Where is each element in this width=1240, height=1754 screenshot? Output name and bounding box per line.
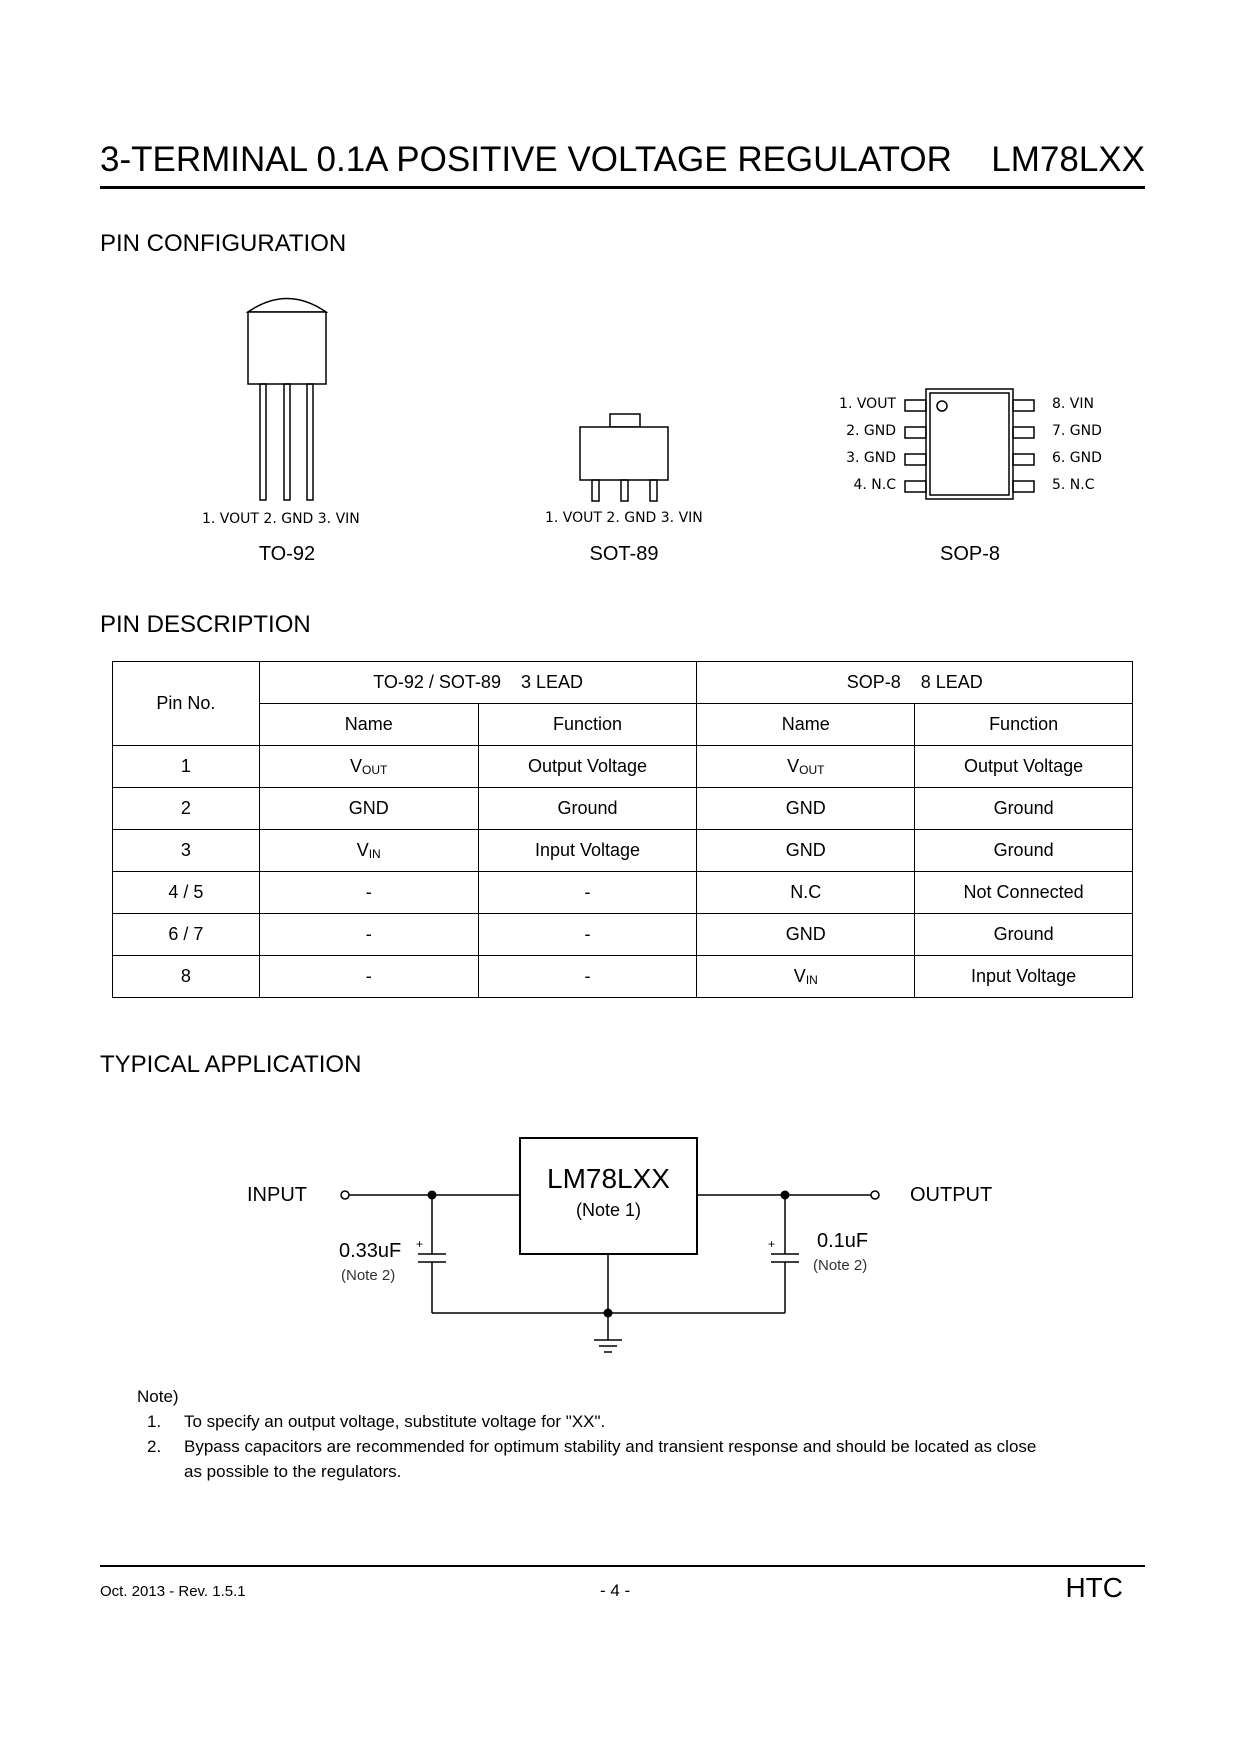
part-number: LM78LXX bbox=[991, 140, 1145, 179]
header-function: Function bbox=[477, 703, 698, 746]
input-label: INPUT bbox=[247, 1184, 307, 1206]
output-cap-plus: + bbox=[768, 1237, 776, 1251]
cell-pin: 1 bbox=[112, 745, 260, 788]
sop8-pin-4: 4. N.C bbox=[853, 477, 896, 493]
sop8-pin-7: 7. GND bbox=[1052, 423, 1102, 439]
note-2-number: 2. bbox=[147, 1437, 162, 1456]
to92-pin-labels: 1. VOUT 2. GND 3. VIN bbox=[202, 511, 360, 527]
page-number: - 4 - bbox=[600, 1581, 631, 1600]
cell-name-3lead: VIN bbox=[258, 829, 479, 872]
sop8-pin-6: 6. GND bbox=[1052, 450, 1102, 466]
sop8-pin-2: 2. GND bbox=[846, 423, 896, 439]
notes-heading: Note) bbox=[137, 1387, 179, 1406]
header-8-lead: SOP-8 8 LEAD bbox=[696, 661, 1133, 704]
table-row: 1 VOUT Output Voltage VOUT Output Voltag… bbox=[112, 745, 1133, 788]
ic-note: (Note 1) bbox=[575, 1200, 642, 1220]
cell-pin: 6 / 7 bbox=[112, 913, 260, 956]
cell-function-8lead: Input Voltage bbox=[914, 955, 1133, 998]
sop8-pin-1: 1. VOUT bbox=[839, 396, 896, 412]
brand-mark: HTC bbox=[1065, 1572, 1123, 1603]
sot89-pin-labels: 1. VOUT 2. GND 3. VIN bbox=[545, 510, 703, 526]
header-name: Name bbox=[258, 703, 479, 746]
cell-function-8lead: Ground bbox=[914, 913, 1133, 956]
sop8-pin-8: 8. VIN bbox=[1052, 396, 1094, 412]
header-rule bbox=[100, 186, 1145, 189]
table-row: 6 / 7 - - GND Ground bbox=[112, 913, 1133, 956]
sot89-package bbox=[579, 413, 669, 502]
cell-function-3lead: - bbox=[477, 955, 698, 998]
cell-name-3lead: VOUT bbox=[258, 745, 479, 788]
cell-name-8lead: GND bbox=[696, 913, 916, 956]
sop8-pin-3: 3. GND bbox=[846, 450, 896, 466]
section-pin-configuration: PIN CONFIGURATION bbox=[100, 230, 347, 257]
cell-function-3lead: Output Voltage bbox=[477, 745, 698, 788]
cell-name-8lead: GND bbox=[696, 787, 916, 830]
note-2-text-continued: as possible to the regulators. bbox=[184, 1462, 402, 1481]
output-cap-note: (Note 2) bbox=[813, 1257, 868, 1274]
table-row: 3 VIN Input Voltage GND Ground bbox=[112, 829, 1133, 872]
output-cap-value: 0.1uF bbox=[817, 1230, 869, 1252]
cell-name-3lead: GND bbox=[258, 787, 479, 830]
footer-date: Oct. 2013 - Rev. 1.5.1 bbox=[100, 1583, 246, 1600]
footer-rule bbox=[100, 1565, 1145, 1567]
section-pin-description: PIN DESCRIPTION bbox=[100, 611, 311, 638]
cell-function-8lead: Not Connected bbox=[914, 871, 1133, 914]
to92-package bbox=[245, 297, 329, 501]
cell-name-8lead: GND bbox=[696, 829, 916, 872]
sop8-pin-5: 5. N.C bbox=[1052, 477, 1095, 493]
cell-name-8lead: N.C bbox=[696, 871, 916, 914]
package-drawings bbox=[245, 297, 1035, 502]
cell-pin: 8 bbox=[112, 955, 260, 998]
header-function: Function bbox=[914, 703, 1133, 746]
sop8-package bbox=[904, 388, 1035, 500]
table-row: 8 - - VIN Input Voltage bbox=[112, 955, 1133, 998]
input-cap-plus: + bbox=[416, 1237, 424, 1251]
pin-description-table: Pin No. TO-92 / SOT-89 3 LEAD SOP-8 8 LE… bbox=[112, 661, 1133, 998]
note-2-text: Bypass capacitors are recommended for op… bbox=[184, 1437, 1037, 1456]
output-label: OUTPUT bbox=[910, 1184, 993, 1206]
ic-name: LM78LXX bbox=[547, 1163, 670, 1194]
application-circuit bbox=[340, 1137, 880, 1353]
sot89-name: SOT-89 bbox=[589, 543, 659, 565]
section-typical-application: TYPICAL APPLICATION bbox=[100, 1051, 362, 1078]
sop8-name: SOP-8 bbox=[939, 543, 1001, 565]
cell-function-3lead: - bbox=[477, 913, 698, 956]
cell-function-8lead: Output Voltage bbox=[914, 745, 1133, 788]
cell-function-8lead: Ground bbox=[914, 829, 1133, 872]
cell-name-8lead: VIN bbox=[696, 955, 916, 998]
header-3-lead: TO-92 / SOT-89 3 LEAD bbox=[258, 661, 698, 704]
to92-name: TO-92 bbox=[258, 543, 316, 565]
note-1-text: To specify an output voltage, substitute… bbox=[184, 1412, 606, 1431]
note-1-number: 1. bbox=[147, 1412, 162, 1431]
input-cap-value: 0.33uF bbox=[339, 1240, 402, 1262]
page-title: 3-TERMINAL 0.1A POSITIVE VOLTAGE REGULAT… bbox=[100, 140, 952, 179]
input-cap-note: (Note 2) bbox=[341, 1267, 396, 1284]
